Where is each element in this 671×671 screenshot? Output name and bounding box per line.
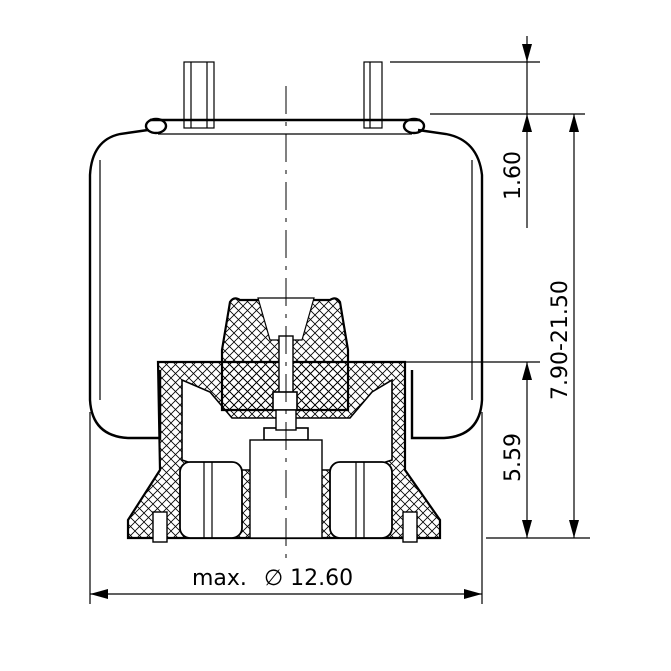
dimension-lower-height: 5.59 xyxy=(405,361,540,538)
left-stud xyxy=(183,61,215,129)
diameter-symbol: ∅ xyxy=(264,566,283,591)
right-stud xyxy=(363,61,383,129)
diameter-value: 12.60 xyxy=(290,566,353,591)
bottom-studs xyxy=(152,511,418,543)
svg-text:max. ∅ 12.60: max. ∅ 12.60 xyxy=(192,566,353,591)
rubber-bellow xyxy=(88,128,484,440)
mounting-studs xyxy=(183,61,383,129)
range-height-label: 7.90-21.50 xyxy=(548,280,573,400)
dimension-range-height: 7.90-21.50 xyxy=(486,114,590,539)
lower-height-label: 5.59 xyxy=(501,433,526,482)
dimension-top-height: 1.60 xyxy=(390,36,585,228)
diameter-prefix: max. xyxy=(192,566,247,591)
top-height-label: 1.60 xyxy=(501,151,526,200)
dimension-diameter: max. ∅ 12.60 xyxy=(89,412,483,604)
bead-plate xyxy=(144,117,426,135)
